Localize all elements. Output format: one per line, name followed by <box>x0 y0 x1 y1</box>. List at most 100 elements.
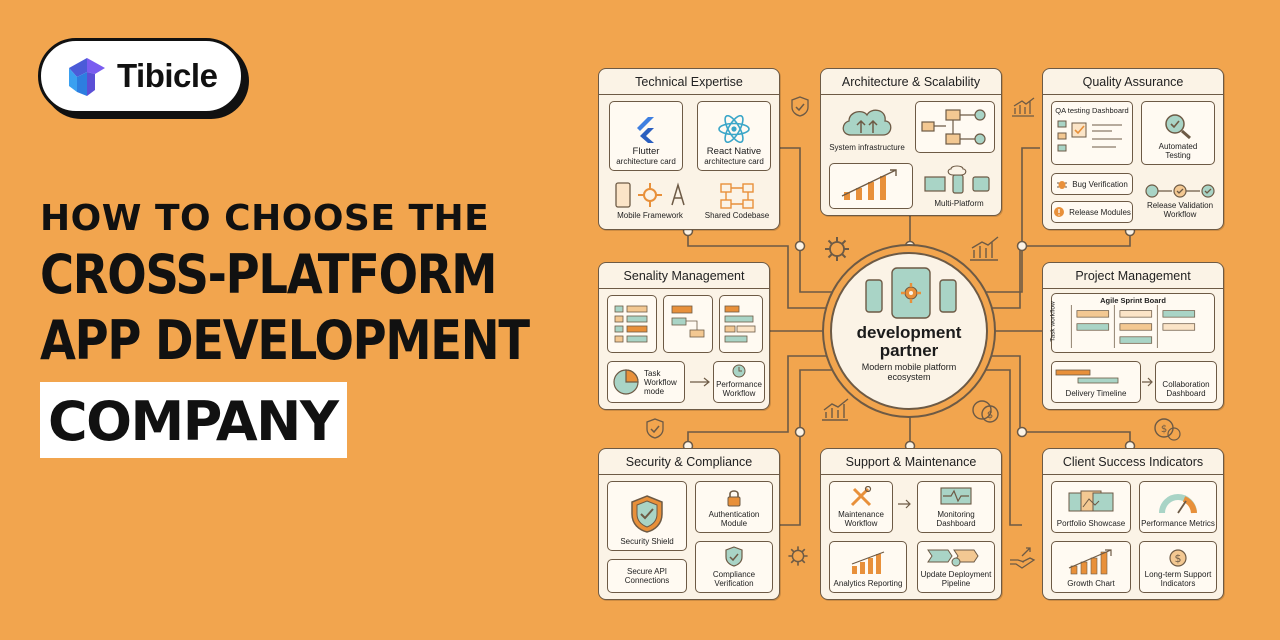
panel-client-success: Client Success Indicators Portfolio Show… <box>1042 448 1224 600</box>
dollar-float-icon: $ <box>1154 418 1181 441</box>
growth-chart-card: Growth Chart <box>1051 541 1131 593</box>
panel-title: Project Management <box>1043 263 1223 289</box>
coins-float-icon: $ <box>972 400 999 423</box>
portfolio-showcase-card: Portfolio Showcase <box>1051 481 1131 533</box>
authentication-module-card: Authentication Module <box>695 481 773 533</box>
development-partner-hub: development partner Modern mobile platfo… <box>830 252 988 410</box>
panel-quality-assurance: Quality Assurance QA testing Dashboard A… <box>1042 68 1224 230</box>
scalability-chart-card <box>829 163 913 209</box>
shield-check-icon <box>631 495 663 533</box>
image-gallery-icon <box>1068 490 1114 512</box>
task-workflow-side-label: Task workflow <box>1049 301 1057 342</box>
shared-codebase-icon <box>720 183 754 209</box>
mobile-framework-icon <box>615 182 685 208</box>
panel-title: Senality Management <box>599 263 769 289</box>
brand-name: Tibicle <box>117 57 218 94</box>
headline-line-3: APP DEVELOPMENT <box>40 309 530 372</box>
headline-line-4: COMPANY <box>40 382 348 458</box>
panel-seniority-management: Senality Management Task Workflow mode <box>598 262 770 410</box>
gauge-icon <box>1159 494 1197 514</box>
flowchart-icon <box>921 109 986 145</box>
progress-bars-icon <box>724 305 756 343</box>
panel-title: Client Success Indicators <box>1043 449 1223 475</box>
lock-icon <box>727 490 741 507</box>
shield-small-icon <box>725 546 743 567</box>
svg-text:$: $ <box>1175 552 1182 565</box>
qa-dashboard-card: QA testing Dashboard <box>1051 101 1133 165</box>
svg-text:$: $ <box>987 410 993 421</box>
analytics-reporting-card: Analytics Reporting <box>829 541 907 593</box>
brand-logo: Tibicle <box>38 38 244 114</box>
performance-metrics-card: Performance Metrics <box>1139 481 1217 533</box>
shield-check-float-icon-2 <box>646 418 664 439</box>
panel-title: Support & Maintenance <box>821 449 1001 475</box>
svg-text:$: $ <box>1161 424 1167 435</box>
panel-security-compliance: Security & Compliance Security Shield Au… <box>598 448 780 600</box>
task-workflow-card: Task Workflow mode <box>607 361 685 403</box>
headline-line-2: CROSS-PLATFORM <box>40 243 497 306</box>
react-icon <box>718 115 750 143</box>
validation-workflow-icon <box>1145 184 1215 198</box>
arrow-right-icon <box>898 499 911 509</box>
agile-sprint-board: Agile Sprint Board <box>1051 293 1215 353</box>
cloud-upload-icon <box>842 109 892 136</box>
alert-icon <box>1054 207 1065 217</box>
release-validation-item: Release Validation Workflow <box>1139 181 1221 219</box>
panel-title: Security & Compliance <box>599 449 779 475</box>
monitoring-dashboard-card: Monitoring Dashboard <box>917 481 995 533</box>
arrow-right-icon <box>690 377 710 387</box>
kanban-card-3 <box>719 295 763 353</box>
maintenance-workflow-card: Maintenance Workflow <box>829 481 893 533</box>
collaboration-dashboard-card: Collaboration Dashboard <box>1155 361 1217 403</box>
arrow-right-icon <box>1142 377 1153 387</box>
flutter-card: Flutter architecture card <box>609 101 683 171</box>
release-modules-card: Release Modules <box>1051 201 1133 223</box>
tibicle-logo-icon <box>69 58 105 96</box>
gear-float-icon <box>825 237 849 261</box>
system-infrastructure-item: System infrastructure <box>825 103 909 152</box>
flutter-icon <box>637 117 654 143</box>
panel-project-management: Project Management Agile Sprint Board Ta… <box>1042 262 1224 410</box>
growth-chart-icon <box>1068 549 1112 575</box>
monitor-pulse-icon <box>940 487 972 505</box>
devices-gear-icon <box>865 267 957 319</box>
infographic-diagram: Technical Expertise Flutter architecture… <box>590 60 1230 608</box>
bug-verification-card: Bug Verification <box>1051 173 1133 195</box>
magnifier-check-icon <box>1165 114 1191 140</box>
gear-float-icon-2 <box>788 546 808 566</box>
center-title: development partner <box>856 323 962 360</box>
timeline-icon <box>1055 369 1119 384</box>
dollar-coin-icon: $ <box>1169 549 1187 567</box>
flow-blocks-icon <box>671 305 705 338</box>
panel-title: Architecture & Scalability <box>821 69 1001 95</box>
headline-line-1: HOW TO CHOOSE THE <box>40 198 490 239</box>
panel-technical-expertise: Technical Expertise Flutter architecture… <box>598 68 780 230</box>
long-term-support-card: $ Long-term Support Indicators <box>1139 541 1217 593</box>
bug-icon <box>1057 181 1068 189</box>
clock-icon <box>732 364 746 378</box>
automated-testing-card: Automated Testing <box>1141 101 1215 165</box>
compliance-verification-card: Compliance Verification <box>695 541 773 593</box>
qa-checklist-icon <box>1057 120 1122 152</box>
panel-title: Quality Assurance <box>1043 69 1223 95</box>
delivery-timeline-card: Delivery Timeline <box>1051 361 1141 403</box>
security-shield-card: Security Shield <box>607 481 687 551</box>
chart-up-float-icon <box>1012 97 1035 117</box>
panel-support-maintenance: Support & Maintenance Maintenance Workfl… <box>820 448 1002 600</box>
kanban-card-2 <box>663 295 713 353</box>
panel-title: Technical Expertise <box>599 69 779 95</box>
bar-chart-icon <box>841 169 897 200</box>
update-deployment-card: Update Deployment Pipeline <box>917 541 995 593</box>
shared-codebase-item: Shared Codebase <box>699 181 775 220</box>
headline: HOW TO CHOOSE THE CROSS-PLATFORM APP DEV… <box>40 196 580 458</box>
multi-platform-icon <box>924 165 990 194</box>
architecture-flow-card <box>915 101 995 153</box>
secure-api-card: Secure API Connections <box>607 559 687 593</box>
multi-platform-item: Multi-Platform <box>919 165 999 208</box>
panel-architecture-scalability: Architecture & Scalability System infras… <box>820 68 1002 216</box>
mobile-framework-item: Mobile Framework <box>609 181 691 220</box>
chart-up-float-icon-3 <box>822 398 849 421</box>
list-blocks-icon <box>614 305 648 343</box>
hand-coin-float-icon <box>1010 547 1036 569</box>
react-native-card: React Native architecture card <box>697 101 771 171</box>
